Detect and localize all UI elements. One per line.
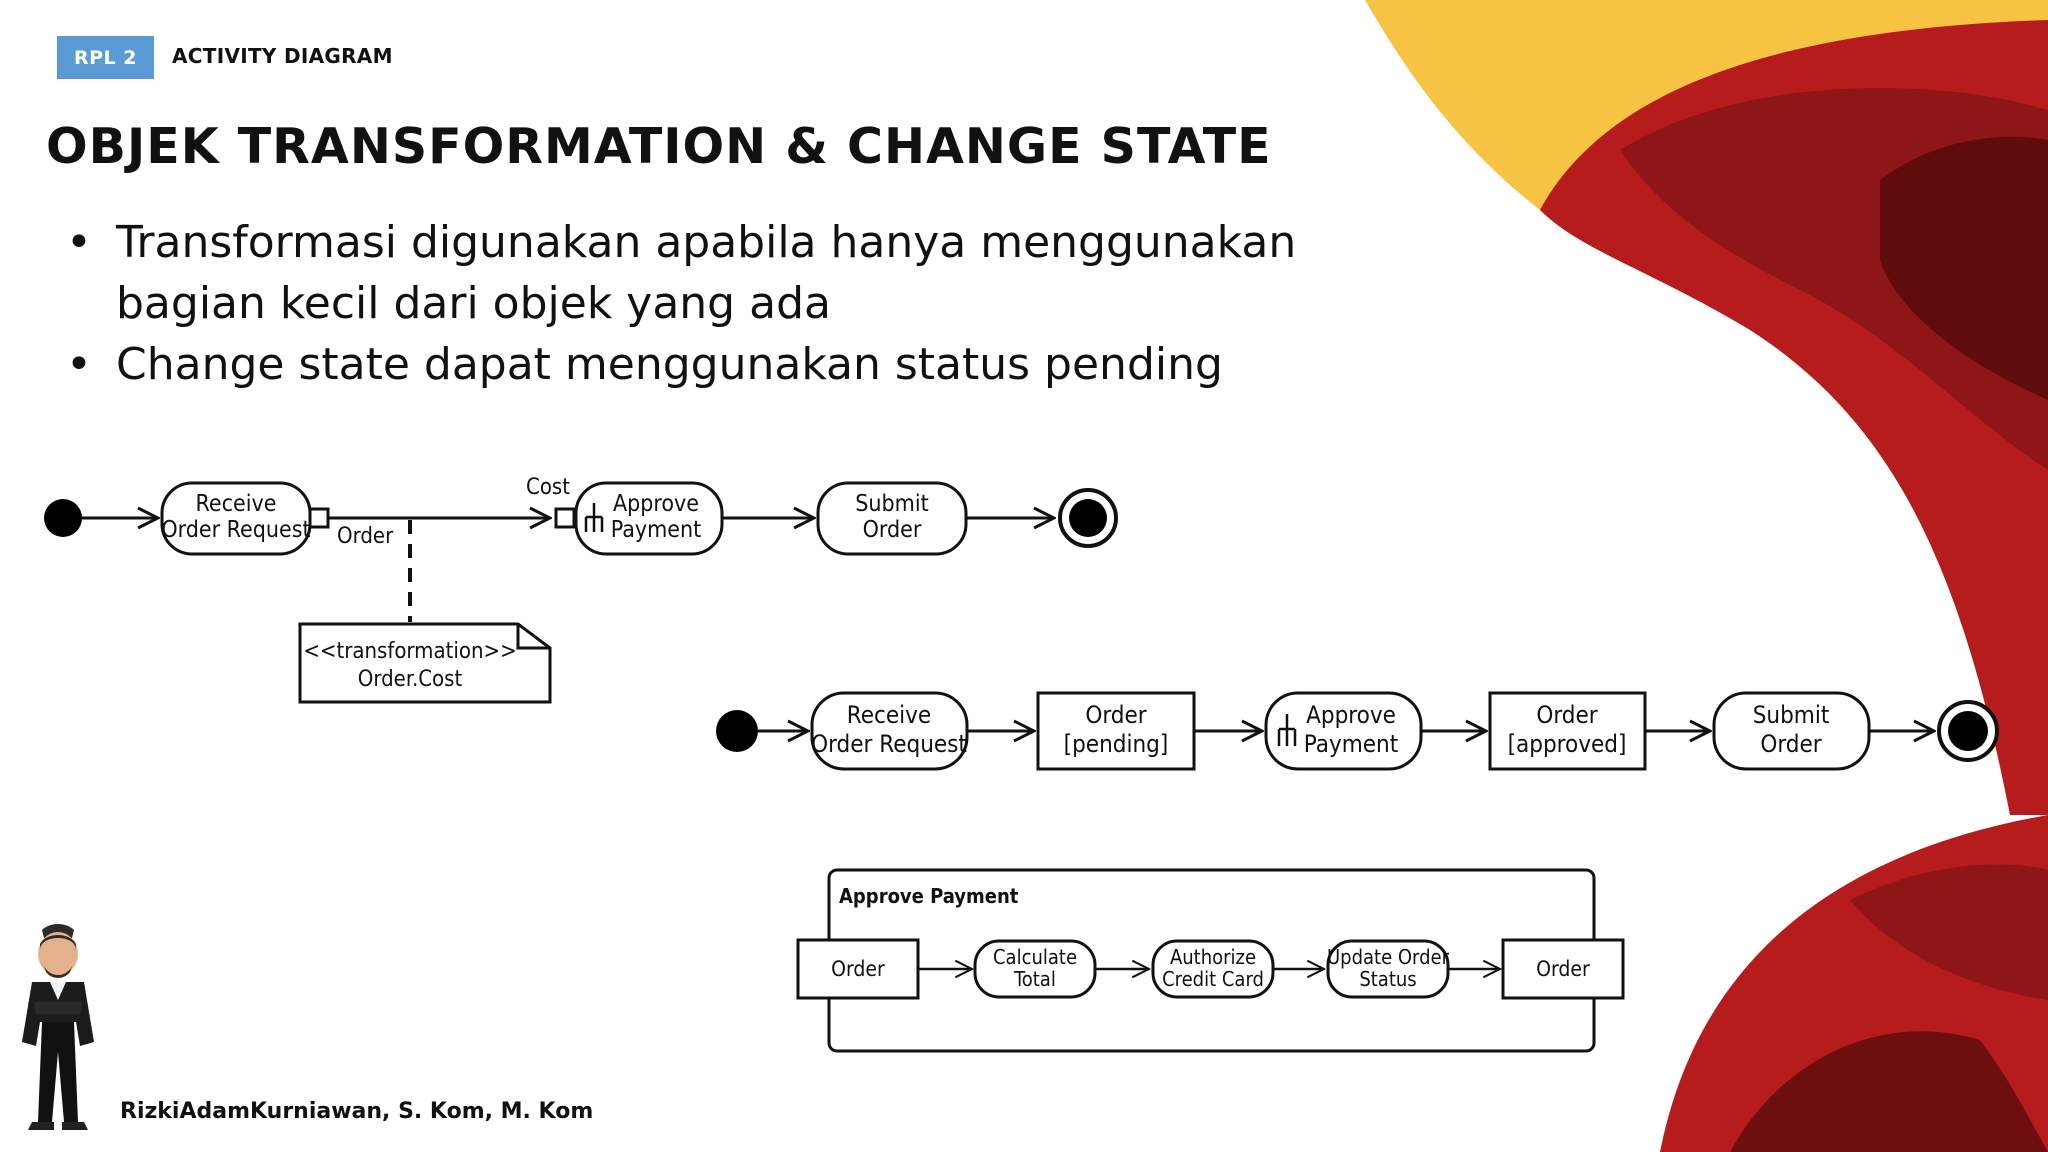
note-text: Order.Cost [358, 667, 463, 692]
action-label: Update Order [1327, 945, 1450, 969]
author-credit: RizkiAdamKurniawan, S. Kom, M. Kom [120, 1099, 594, 1124]
bullet-text: Transformasi digunakan apabila hanya men… [116, 217, 1297, 268]
action-label: Status [1359, 967, 1416, 991]
note-text: <<transformation>> [303, 639, 516, 664]
bullet-item: • Transformasi digunakan apabila hanya m… [62, 212, 1302, 334]
parameter-label: Order [831, 957, 885, 981]
output-pin [308, 507, 330, 529]
output-parameter [1501, 938, 1625, 1000]
input-pin [554, 507, 576, 529]
object-label: Order [1085, 701, 1146, 729]
presenter-avatar-icon [22, 924, 94, 1130]
action-label: Payment [611, 517, 701, 543]
bullet-item: • Change state dapat menggunakan status … [62, 334, 1302, 395]
parameter-label: Order [1536, 957, 1590, 981]
initial-node [716, 710, 758, 752]
action-label: Total [1013, 967, 1056, 991]
object-label: Order [1536, 701, 1597, 729]
action-label: Receive [196, 491, 277, 517]
transformation-note [298, 622, 552, 704]
action-label: Order [1760, 730, 1821, 758]
order-approved-object [1488, 691, 1647, 771]
action-label: Payment [1304, 730, 1398, 758]
bullet-list: • Transformasi digunakan apabila hanya m… [62, 212, 1302, 395]
change-state-diagram: Receive Order Request Order [pending] Ap… [716, 691, 1999, 771]
order-pending-object [1036, 691, 1196, 771]
section-label: ACTIVITY DIAGRAM [172, 44, 393, 68]
rake-icon [1277, 714, 1297, 746]
action-label: Submit [1753, 701, 1830, 729]
bullet-text-continued: bagian kecil dari objek yang ada [116, 278, 831, 329]
action-label: Approve [1306, 701, 1396, 729]
action-label: Authorize [1170, 945, 1256, 969]
activity-frame-title: Approve Payment [839, 884, 1019, 908]
approve-payment-activity: Approve Payment Order Calculate Total Au… [796, 868, 1625, 1053]
initial-node [44, 499, 82, 537]
action-label: Submit [855, 491, 928, 517]
action-label: Receive [847, 701, 931, 729]
bullet-dot-icon: • [66, 339, 92, 390]
action-label: Order [863, 517, 922, 543]
action-label: Order Request [811, 730, 967, 758]
page-title: OBJEK TRANSFORMATION & CHANGE STATE [46, 118, 1272, 175]
action-label: Calculate [993, 945, 1077, 969]
pin-label: Cost [526, 475, 570, 500]
action-label: Order Request [161, 517, 310, 543]
course-tag: RPL 2 [57, 36, 154, 79]
object-label: [pending] [1064, 730, 1169, 758]
transformation-diagram: Receive Order Request Order Cost Approve… [44, 475, 1118, 704]
bullet-dot-icon: • [66, 217, 92, 268]
pin-label: Order [337, 524, 394, 549]
rake-icon [584, 503, 604, 532]
bullet-text: Change state dapat menggunakan status pe… [116, 339, 1223, 390]
input-parameter [796, 938, 920, 1000]
action-label: Approve [613, 491, 699, 517]
object-label: [approved] [1508, 730, 1627, 758]
action-label: Credit Card [1162, 967, 1264, 991]
